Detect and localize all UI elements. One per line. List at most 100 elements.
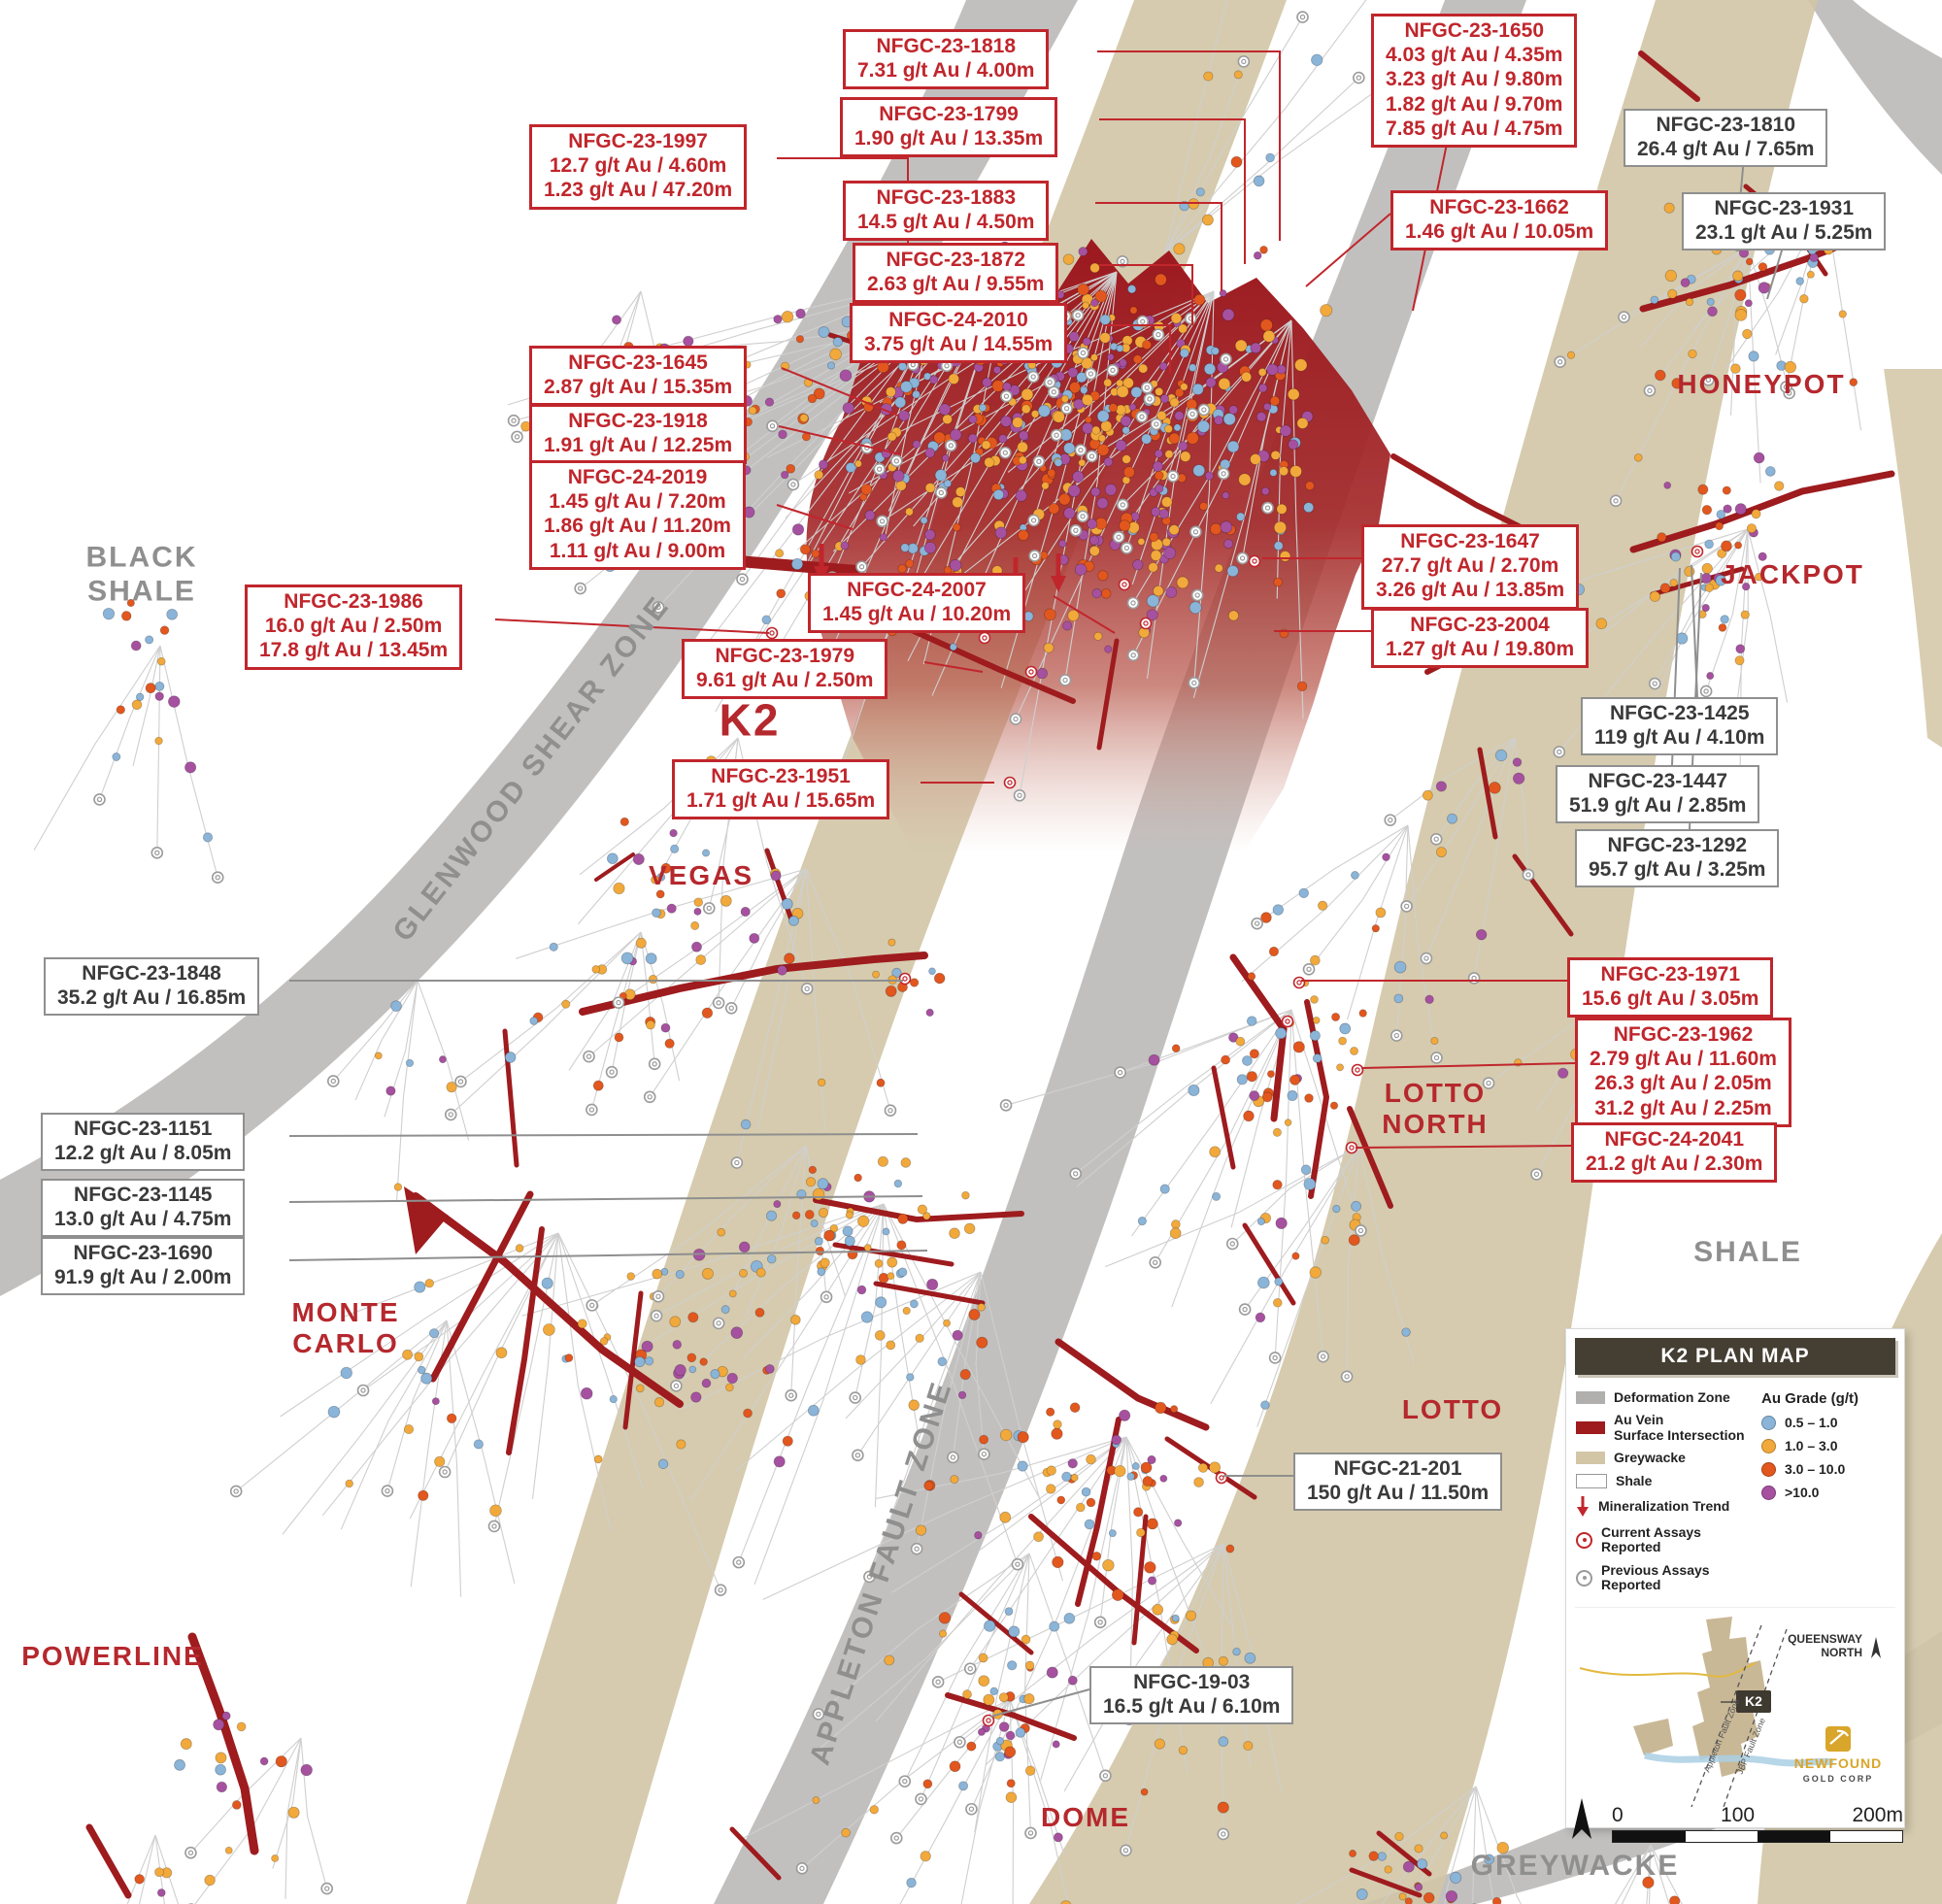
drillhole-id: NFGC-23-1918	[568, 410, 708, 432]
drillhole-id: NFGC-23-1810	[1656, 114, 1796, 136]
scale-bar-segments	[1612, 1830, 1903, 1843]
assay-intercept: 1.46 g/t Au / 10.05m	[1405, 220, 1594, 244]
au-grade-entry: >10.0	[1760, 1485, 1894, 1500]
assay-intercept: 26.3 g/t Au / 2.05m	[1594, 1072, 1772, 1095]
drillhole-id: NFGC-23-1986	[284, 590, 423, 613]
assay-intercept: 9.61 g/t Au / 2.50m	[696, 669, 874, 692]
legend-item-label: Previous Assays Reported	[1601, 1561, 1710, 1593]
drillhole-id: NFGC-23-1931	[1714, 197, 1855, 219]
inset-claims-shape-2	[1633, 1718, 1673, 1755]
au-grade-title: Au Grade (g/t)	[1760, 1390, 1858, 1407]
drillhole-id: NFGC-23-1647	[1400, 530, 1540, 552]
assay-intercept: 1.45 g/t Au / 7.20m	[549, 490, 726, 514]
assay-intercept: 21.2 g/t Au / 2.30m	[1586, 1152, 1763, 1176]
zone-label-vegas: VEGAS	[648, 859, 754, 890]
current-assay-icon	[1576, 1531, 1592, 1549]
assay-intercept: 12.2 g/t Au / 8.05m	[54, 1142, 232, 1165]
newfound-logo-pick	[1829, 1729, 1849, 1745]
glenwood-shear-band	[0, 0, 1078, 1296]
location-inset-map: K2 QUEENSWAY NORTH Appleton Fault Zone J…	[1575, 1606, 1895, 1819]
inset-queensway-label-1: QUEENSWAY	[1788, 1632, 1862, 1646]
drillhole-id: NFGC-23-1962	[1613, 1023, 1754, 1046]
inset-claims-shape	[1692, 1616, 1766, 1777]
assay-intercept: 150 g/t Au / 11.50m	[1307, 1482, 1490, 1505]
zone-label-dome: DOME	[1041, 1801, 1130, 1832]
assay-intercept: 13.0 g/t Au / 4.75m	[54, 1208, 232, 1231]
assay-intercept: 51.9 g/t Au / 2.85m	[1569, 794, 1747, 818]
assay-intercept: 12.7 g/t Au / 4.60m	[549, 154, 727, 178]
drillhole-id: NFGC-23-1951	[711, 765, 851, 787]
drillhole-id: NFGC-23-1997	[568, 130, 708, 152]
greywacke-band-right	[1029, 0, 1818, 1904]
au-grade-label: 3.0 – 10.0	[1784, 1461, 1846, 1477]
au-grade-label: 1.0 – 3.0	[1784, 1438, 1838, 1453]
legend-item-label: Deformation Zone	[1614, 1389, 1730, 1405]
drillhole-id: NFGC-24-2041	[1604, 1128, 1745, 1151]
swatch-vein	[1576, 1421, 1605, 1435]
au-grade-items: 0.5 – 1.0 1.0 – 3.0 3.0 – 10.0 >10.0	[1760, 1415, 1894, 1500]
scale-tick-100: 100	[1721, 1804, 1756, 1826]
assay-intercept: 95.7 g/t Au / 3.25m	[1589, 858, 1766, 882]
assay-intercept: 119 g/t Au / 4.10m	[1594, 726, 1765, 750]
inset-map-canvas: K2 QUEENSWAY NORTH Appleton Fault Zone J…	[1579, 1616, 1882, 1810]
inset-jbp-fault-line	[1722, 1628, 1788, 1810]
inset-queensway-label-2: NORTH	[1821, 1646, 1862, 1659]
au-grade-entry: 3.0 – 10.0	[1760, 1461, 1894, 1477]
zone-label-monte-carlo: MONTE CARLO	[291, 1296, 400, 1358]
drillhole-id: NFGC-23-1645	[568, 351, 708, 374]
au-grade-column: Au Grade (g/t) 0.5 – 1.0 1.0 – 3.0 3.0 – 1…	[1760, 1383, 1894, 1601]
assay-intercept: 1.45 g/t Au / 10.20m	[822, 603, 1012, 626]
drillhole-id: NFGC-23-1650	[1404, 19, 1545, 42]
drillhole-id: NFGC-23-1425	[1609, 702, 1750, 724]
assay-intercept: 1.86 g/t Au / 11.20m	[544, 515, 731, 538]
drillhole-id: NFGC-23-1292	[1607, 834, 1748, 856]
zone-label-jackpot: JACKPOT	[1721, 558, 1864, 589]
assay-intercept: 91.9 g/t Au / 2.00m	[54, 1266, 232, 1289]
assay-intercept: 2.79 g/t Au / 11.60m	[1590, 1048, 1777, 1071]
drillhole-id: NFGC-23-1979	[715, 645, 855, 667]
assay-intercept: 2.87 g/t Au / 15.35m	[544, 376, 733, 399]
zone-label-lotto: LOTTO	[1401, 1393, 1504, 1424]
zone-label-honeypot: HONEYPOT	[1677, 368, 1846, 399]
au-grade-entry: 0.5 – 1.0	[1760, 1415, 1894, 1430]
swatch-deformation	[1576, 1391, 1605, 1405]
scale-tick-0: 0	[1612, 1804, 1624, 1826]
legend-item-greywacke: Greywacke	[1576, 1450, 1756, 1466]
scale-bar: 0 100 200m	[1565, 1792, 1903, 1843]
zone-label-powerline: POWERLINE	[21, 1640, 204, 1671]
monte-carlo-vein-wedge	[404, 1186, 449, 1254]
legend-item-label: Greywacke	[1614, 1450, 1686, 1466]
assay-intercept: 16.5 g/t Au / 6.10m	[1103, 1695, 1281, 1719]
au-grade-dot	[1760, 1438, 1776, 1453]
assay-intercept: 35.2 g/t Au / 16.85m	[57, 986, 247, 1010]
drillhole-id: NFGC-23-1848	[82, 962, 221, 985]
inset-appleton-fault-line	[1691, 1624, 1762, 1807]
newfound-logo-name: NEWFOUND	[1794, 1755, 1882, 1771]
assay-intercept: 1.71 g/t Au / 15.65m	[686, 789, 876, 813]
drillhole-id: NFGC-23-1818	[876, 35, 1017, 57]
assay-intercept: 7.31 g/t Au / 4.00m	[857, 59, 1035, 83]
drillhole-id: NFGC-23-1145	[74, 1184, 213, 1206]
drillhole-id: NFGC-23-1151	[74, 1118, 213, 1140]
